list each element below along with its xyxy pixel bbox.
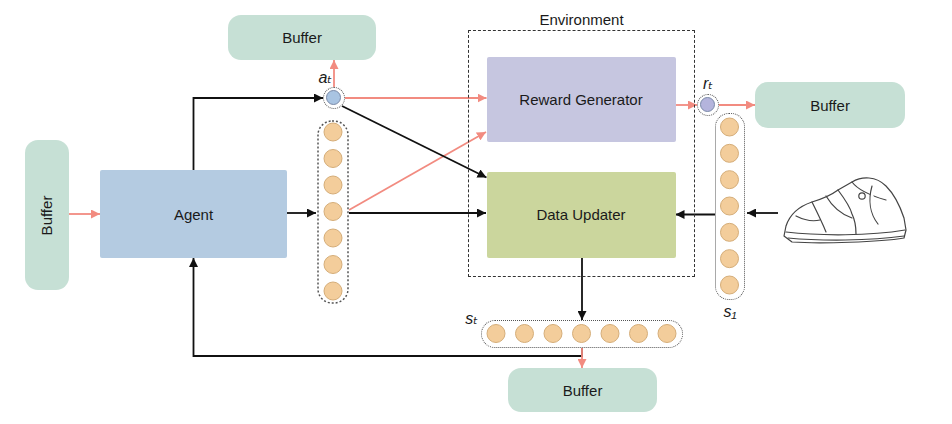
symbol-label: rₜ — [703, 74, 713, 93]
vector-element — [721, 118, 739, 136]
vector-element — [487, 325, 505, 343]
control-flow-arrow — [342, 106, 487, 178]
box-label: Buffer — [563, 382, 603, 399]
vector-dots — [324, 123, 342, 300]
state-vector: sₜ — [481, 320, 683, 348]
action-node: aₜ — [323, 87, 345, 109]
box-label: Data Updater — [536, 206, 625, 223]
vector-to-updater-arrow — [349, 212, 486, 214]
box-label: Buffer — [39, 195, 56, 235]
vector-element — [324, 256, 342, 274]
vector-element — [573, 325, 591, 343]
node-circle — [326, 90, 341, 105]
environment-region: EnvironmentReward GeneratorData Updater — [468, 30, 695, 277]
vector-element — [721, 223, 739, 241]
control-flow-arrow — [676, 214, 716, 216]
vector-element — [324, 123, 342, 141]
vector-element — [324, 176, 342, 194]
data-flow-arrow — [581, 348, 583, 368]
vector-elements — [482, 321, 684, 349]
vector-element — [324, 282, 342, 300]
vector-element — [544, 325, 562, 343]
vector-element — [721, 144, 739, 162]
reward-node: rₜ — [697, 94, 719, 116]
image-input-arrow — [747, 212, 778, 214]
vector-element — [721, 276, 739, 294]
data-flow-arrow — [333, 60, 335, 87]
box-label: Buffer — [282, 29, 322, 46]
symbol-label: sₜ — [465, 309, 478, 328]
vector-element — [721, 171, 739, 189]
box-label: Agent — [174, 206, 213, 223]
box-label: Reward Generator — [519, 91, 642, 108]
buffer-box: Buffer — [508, 368, 657, 412]
vector-element — [721, 250, 739, 268]
symbol-label: s₁ — [723, 303, 736, 321]
vector-outline — [318, 121, 348, 303]
vector-element — [601, 325, 619, 343]
vector-element — [324, 203, 342, 221]
action-vector — [318, 121, 348, 303]
vector-element — [324, 150, 342, 168]
vector-element — [658, 325, 676, 343]
symbol-label: aₜ — [318, 68, 332, 87]
process-box: Data Updater — [487, 172, 676, 258]
vector-element — [721, 197, 739, 215]
buffer-box: Buffer — [228, 15, 376, 60]
data-flow-arrow — [69, 213, 100, 215]
buffer-box: Buffer — [755, 82, 905, 128]
vector-element — [516, 325, 534, 343]
agent-output-arrow — [287, 212, 316, 214]
vector-element — [324, 229, 342, 247]
control-flow-arrow — [581, 258, 583, 321]
state-vector: s₁ — [715, 113, 745, 300]
data-flow-arrow — [719, 104, 755, 106]
buffer-box: Buffer — [25, 140, 69, 290]
node-circle — [700, 97, 715, 112]
region-heading: Environment — [539, 11, 623, 28]
data-flow-arrow — [676, 104, 698, 106]
data-flow-arrow — [345, 97, 487, 99]
agent-box: Agent — [100, 170, 287, 258]
box-label: Buffer — [810, 97, 850, 114]
vector-elements — [716, 114, 746, 301]
shoe-illustration — [784, 178, 906, 243]
process-box: Reward Generator — [487, 57, 676, 142]
control-flow-arrow — [194, 98, 324, 170]
vector-element — [630, 325, 648, 343]
control-flow-arrow — [194, 258, 583, 356]
